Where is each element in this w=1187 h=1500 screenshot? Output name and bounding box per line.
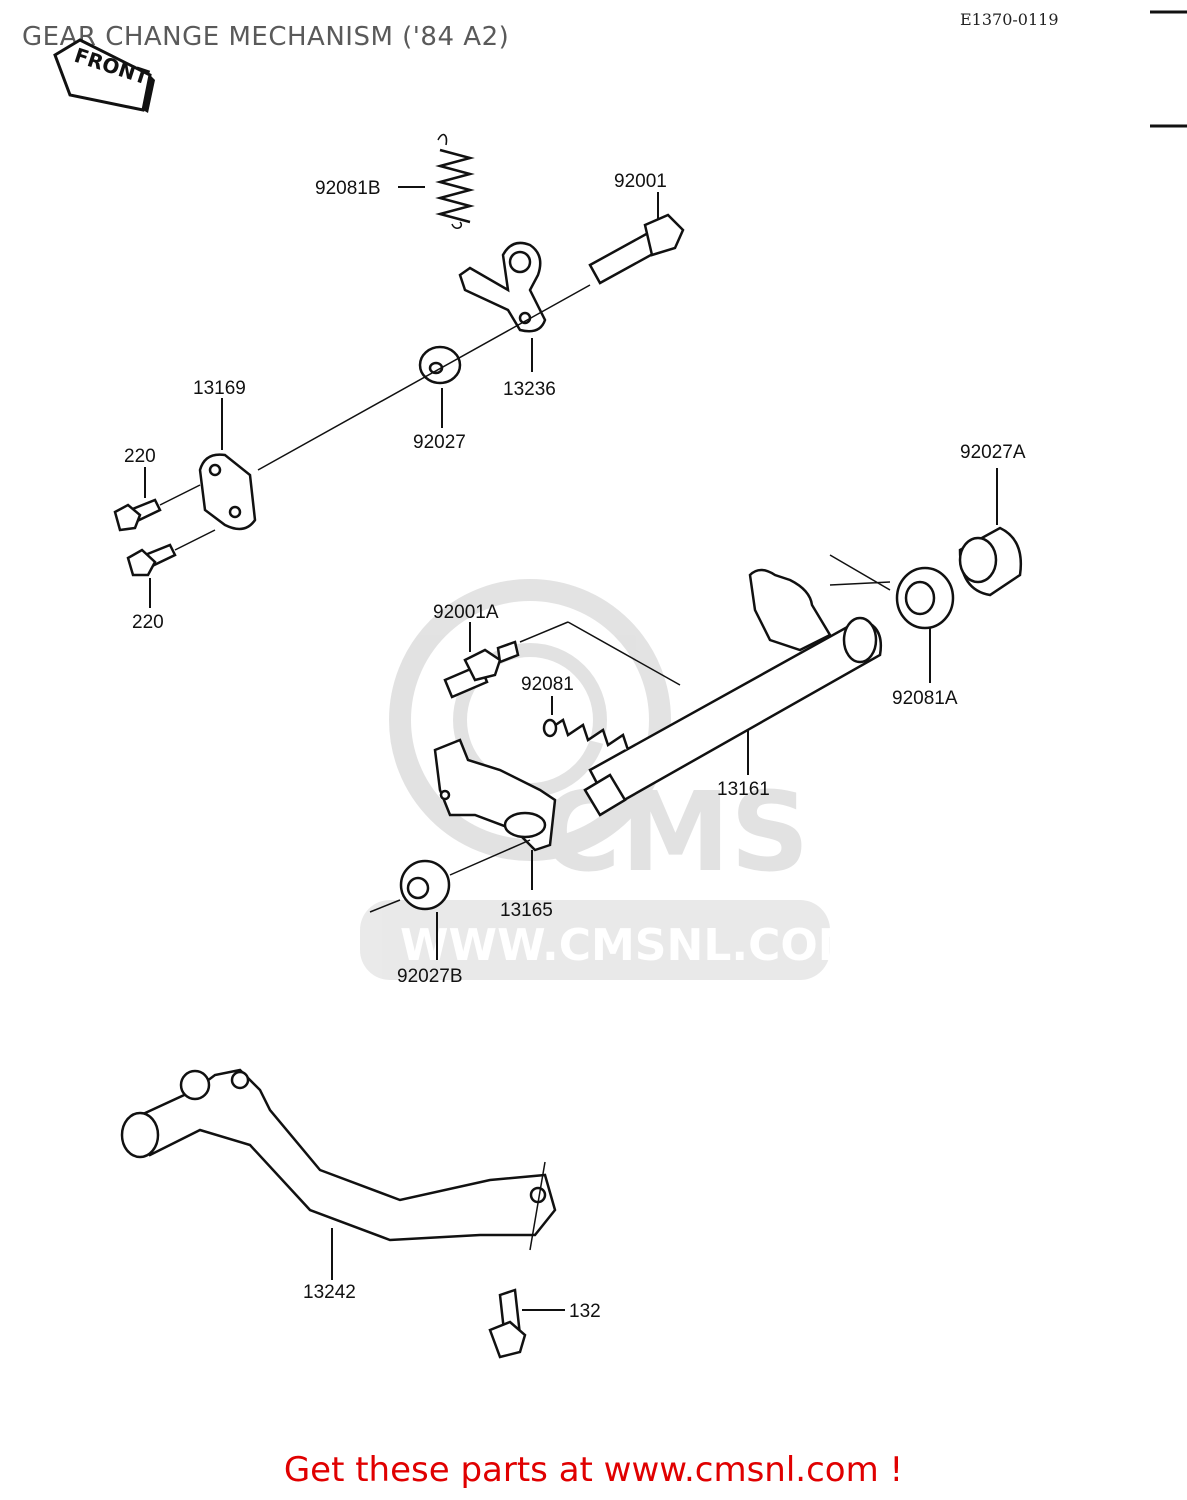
bolt-132: [488, 1288, 527, 1359]
bolt-220-lower: [126, 543, 177, 577]
label-92001: 92001: [614, 171, 667, 192]
label-92081: 92081: [521, 674, 574, 695]
label-92001a: 92001A: [433, 602, 499, 623]
spring-92081b: [435, 133, 475, 229]
plate-13169: [198, 453, 257, 531]
label-92081b: 92081B: [315, 178, 381, 199]
label-132: 132: [569, 1301, 601, 1322]
shaft-13161: [583, 568, 883, 817]
watermark-url: WWW.CMSNL.COM: [400, 920, 862, 971]
label-220-lower: 220: [132, 612, 164, 633]
page-title: GEAR CHANGE MECHANISM ('84 A2): [22, 22, 510, 52]
label-13242: 13242: [303, 1282, 356, 1303]
spring-92081a: [829, 554, 955, 630]
label-13236: 13236: [503, 379, 556, 400]
parts-link[interactable]: Get these parts at www.cmsnl.com !: [283, 1450, 904, 1490]
label-220-upper: 220: [124, 446, 156, 467]
diagram-code: E1370-0119: [960, 10, 1059, 29]
label-13161: 13161: [717, 779, 770, 800]
washer-92027: [418, 345, 462, 385]
collar-92027a: [958, 526, 1023, 597]
arm-13165: [433, 738, 557, 852]
bolt-220-upper: [113, 498, 162, 532]
label-92027b: 92027B: [397, 966, 463, 987]
front-arrow-icon: FRONT: [53, 38, 155, 113]
label-92027: 92027: [413, 432, 466, 453]
label-13165: 13165: [500, 900, 553, 921]
bolt-92001: [588, 213, 685, 285]
shift-pedal-13242: [120, 1068, 557, 1242]
label-13169: 13169: [193, 378, 246, 399]
arm-13236: [458, 241, 547, 333]
bolt-92001a: [443, 640, 520, 699]
axis-line: [257, 284, 591, 471]
washer-92027b: [399, 859, 451, 911]
label-92027a: 92027A: [960, 442, 1026, 463]
spring-92081: [542, 718, 630, 751]
label-92081a: 92081A: [892, 688, 958, 709]
